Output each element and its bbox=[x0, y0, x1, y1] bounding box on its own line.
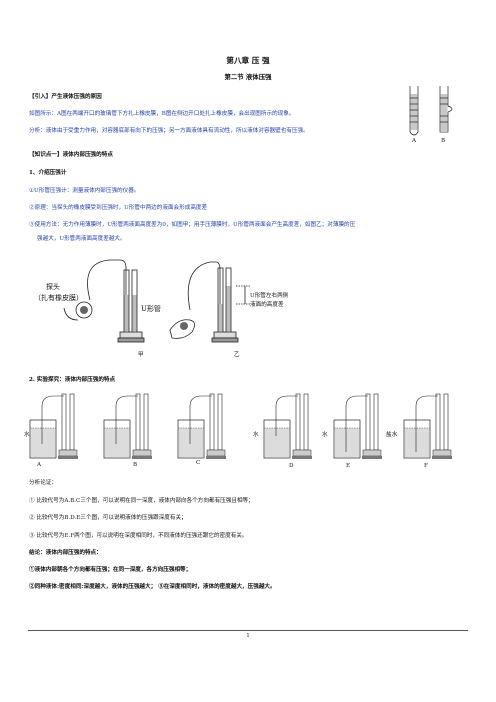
analysis-point-2: ② 比较代号为B.D.E三个图，可以说明液体的压强跟深度有关； bbox=[29, 515, 187, 521]
liquid-label-4: 盐水 bbox=[386, 432, 398, 438]
knowledge-item-3: ③使用方法：无力作用薄膜时，U形管两液面高度差为0，如图甲；用手压薄膜时，U形管… bbox=[29, 222, 356, 228]
setup-f bbox=[403, 393, 453, 460]
gauge-a bbox=[63, 259, 145, 343]
conclusion-line-1: ①液体内部朝各个方向都有压强；在同一深度，各方向压强相等； bbox=[29, 567, 192, 573]
knowledge-item-3b: 强越大，U形管两液面高度差越大。 bbox=[37, 236, 126, 242]
height-note-2: 液面的高度差 bbox=[250, 302, 284, 308]
label-c: C bbox=[196, 460, 201, 466]
utube-label: U形管 bbox=[141, 305, 161, 313]
knowledge-item-1: ①U形管压强计：测量液体内部压强的仪器。 bbox=[29, 188, 140, 194]
height-note-1: U形管左右两侧 bbox=[250, 293, 289, 299]
intro-heading: 【引入】产生液体压强的原因 bbox=[29, 94, 102, 100]
conclusion-heading: 结论：液体内部压强的特点： bbox=[29, 550, 102, 556]
experiment-heading: 2. 实验探究：液体内部压强的特点 bbox=[29, 377, 116, 383]
chapter-title: 第八章 压 强 bbox=[226, 56, 270, 65]
tube-b bbox=[439, 86, 453, 133]
setup-a bbox=[29, 393, 79, 460]
experiment-figure bbox=[29, 393, 453, 460]
liquid-label-3: 水 bbox=[322, 432, 328, 438]
label-e: E bbox=[346, 463, 351, 469]
knowledge-heading: 【知识点一】液体内部压强的特点 bbox=[29, 152, 113, 158]
footer-rule bbox=[28, 630, 468, 631]
conclusion-line-2: ②同种液体:密度相同:深度越大，液体的压强越大； ③在深度相同时，液体的密度越大… bbox=[29, 584, 276, 590]
page-number: 1 bbox=[246, 633, 250, 639]
probe-label-1: 探头 bbox=[46, 283, 60, 291]
label-a: A bbox=[37, 462, 42, 468]
knowledge-item-2: ②原理：当探头的橡皮膜受到压强时，U形管中两边的液面会形成高度差 bbox=[29, 205, 208, 211]
label-d: D bbox=[289, 463, 294, 469]
gauge-b bbox=[169, 261, 250, 343]
analysis-heading: 分析论证： bbox=[29, 480, 57, 486]
intro-line2: 分析：液体由于受重力作用，对容器底部有向下的压强；另一方面液体具有流动性，所以液… bbox=[29, 128, 309, 134]
setup-e bbox=[333, 393, 383, 460]
setup-d bbox=[263, 393, 313, 460]
knowledge-sub1: 1、介绍压强计 bbox=[29, 170, 67, 176]
tube-a bbox=[409, 86, 419, 136]
pressure-gauge-figure bbox=[63, 259, 250, 343]
probe-label-2: （扎有橡皮膜） bbox=[34, 294, 83, 302]
figure-label-b: B bbox=[441, 138, 446, 144]
setup-b bbox=[103, 393, 153, 460]
analysis-point-1: ① 比较代号为A.B.C三个图，可以说明在同一深度，液体内部向各个方向都有压强且… bbox=[29, 498, 254, 504]
liquid-label-2: 水 bbox=[253, 432, 259, 438]
caption-a: 甲 bbox=[138, 352, 144, 358]
caption-b: 乙 bbox=[234, 352, 240, 358]
intro-tubes-figure bbox=[409, 86, 453, 136]
liquid-label-1: 水 bbox=[24, 432, 30, 438]
setup-c bbox=[177, 393, 227, 460]
section-title: 第二节 液体压强 bbox=[224, 73, 272, 81]
analysis-point-3: ③ 比较代号为E.F两个图，可以说明在深度相同时，不同液体的压强还跟它的密度有关… bbox=[29, 533, 248, 539]
intro-line1: 如图所示：A图在两端开口的玻璃管下方扎上橡皮膜，B图在侧边开口处扎上橡皮膜，会出… bbox=[29, 111, 295, 117]
figure-label-a: A bbox=[412, 138, 417, 144]
label-f: F bbox=[424, 463, 428, 469]
label-b: B bbox=[133, 462, 138, 468]
